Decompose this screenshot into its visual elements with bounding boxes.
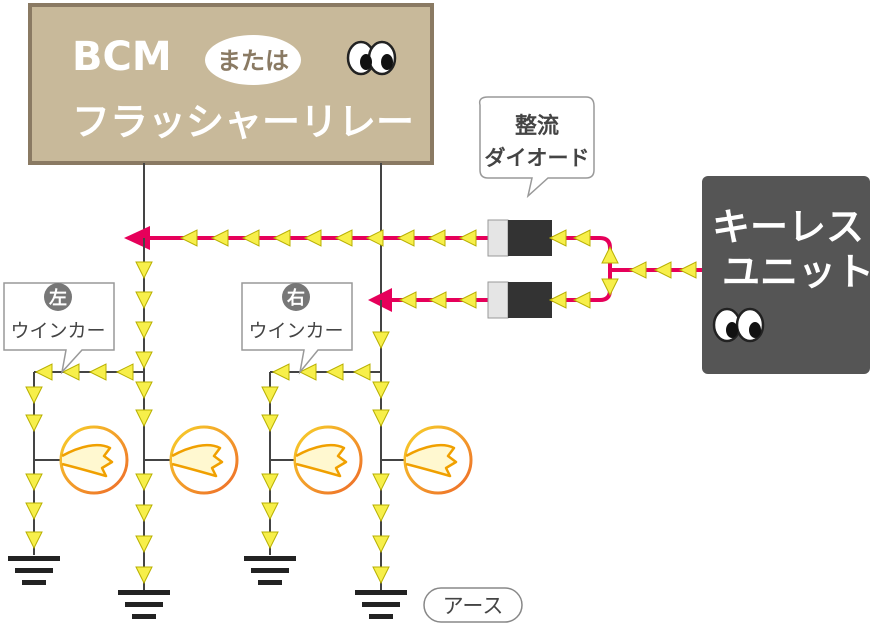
right-badge <box>282 283 310 311</box>
bulb-icon <box>403 425 473 495</box>
current-arrow <box>135 321 153 340</box>
current-arrow <box>572 229 591 247</box>
left-badge-text: 左 <box>49 287 67 309</box>
current-arrow <box>25 414 43 433</box>
current-arrow <box>135 504 153 523</box>
current-arrow <box>372 381 390 400</box>
right-callout-label: ウインカー <box>248 320 343 342</box>
diode-callout-line1: 整流 <box>515 113 559 139</box>
current-arrow <box>210 229 229 247</box>
keyless-line2: ユニット <box>722 250 872 294</box>
signal-lines <box>148 236 702 302</box>
current-arrow <box>135 409 153 428</box>
left-blinker-callout: 左 ウインカー <box>3 282 115 375</box>
bcm-title: BCM <box>72 34 172 80</box>
arrowhead-to-bcm-left <box>124 226 150 250</box>
current-arrow <box>261 473 279 492</box>
current-arrow <box>372 504 390 523</box>
ground-icon <box>118 590 170 619</box>
current-arrow <box>653 261 672 279</box>
diode-icon <box>487 281 552 319</box>
current-arrow <box>135 261 153 280</box>
current-arrow <box>372 566 390 585</box>
current-arrow <box>372 473 390 492</box>
current-arrow <box>352 363 371 381</box>
left-callout-label: ウインカー <box>10 320 105 342</box>
left-badge <box>44 283 72 311</box>
eyes-icon <box>712 307 765 343</box>
current-arrow <box>135 535 153 554</box>
current-arrow <box>271 363 290 381</box>
current-arrow <box>372 331 390 350</box>
current-arrow <box>334 229 353 247</box>
diode-icon <box>487 219 552 257</box>
current-arrow <box>272 229 291 247</box>
current-arrow <box>115 363 134 381</box>
current-arrow <box>25 502 43 521</box>
ground-label-text: アース <box>443 594 504 618</box>
ground-icon <box>355 590 407 619</box>
bulb-icon <box>293 425 363 495</box>
current-arrow <box>601 245 619 264</box>
current-arrow <box>372 535 390 554</box>
ground-icon <box>244 556 296 585</box>
current-arrow <box>428 291 447 309</box>
keyless-line1: キーレス <box>712 205 864 249</box>
current-arrow <box>25 386 43 405</box>
bcm-badge <box>205 35 301 85</box>
current-arrow <box>261 386 279 405</box>
keyless-unit-box: キーレス ユニット <box>702 176 872 374</box>
current-arrow <box>372 409 390 428</box>
bulb-icon <box>169 425 239 495</box>
current-arrow <box>135 473 153 492</box>
ground-icon <box>8 556 60 585</box>
current-arrow <box>365 229 384 247</box>
current-arrow <box>135 351 153 370</box>
current-arrow <box>325 363 344 381</box>
current-arrow <box>135 381 153 400</box>
right-badge-text: 右 <box>287 287 305 309</box>
current-arrow <box>261 502 279 521</box>
current-arrow <box>548 291 567 309</box>
current-arrow <box>398 291 417 309</box>
bulb-icon <box>59 425 129 495</box>
current-arrow <box>88 363 107 381</box>
current-arrow <box>25 531 43 550</box>
diode-callout: 整流 ダイオード <box>478 96 595 199</box>
current-arrow <box>458 291 477 309</box>
current-arrow <box>678 261 697 279</box>
current-arrow <box>179 229 198 247</box>
current-arrow <box>25 473 43 492</box>
ground-label: アース <box>423 587 523 623</box>
current-arrow <box>628 261 647 279</box>
eyes-icon <box>346 40 397 76</box>
diode-callout-line2: ダイオード <box>485 146 590 170</box>
current-arrow <box>61 363 80 381</box>
current-arrow <box>241 229 260 247</box>
current-arrow <box>427 229 446 247</box>
current-arrow <box>548 229 567 247</box>
bcm-box: BCM または フラッシャーリレー <box>28 3 434 165</box>
current-arrow <box>572 291 591 309</box>
current-arrow <box>135 566 153 585</box>
bcm-badge-text: または <box>217 47 289 75</box>
current-arrow <box>261 414 279 433</box>
current-arrow <box>396 229 415 247</box>
current-arrow <box>261 531 279 550</box>
right-blinker-callout: 右 ウインカー <box>241 282 353 375</box>
current-arrow <box>601 278 619 297</box>
current-arrow <box>135 291 153 310</box>
current-arrow <box>298 363 317 381</box>
current-arrow <box>303 229 322 247</box>
current-arrow <box>458 229 477 247</box>
current-arrow <box>34 363 53 381</box>
bcm-subtitle: フラッシャーリレー <box>72 100 414 144</box>
